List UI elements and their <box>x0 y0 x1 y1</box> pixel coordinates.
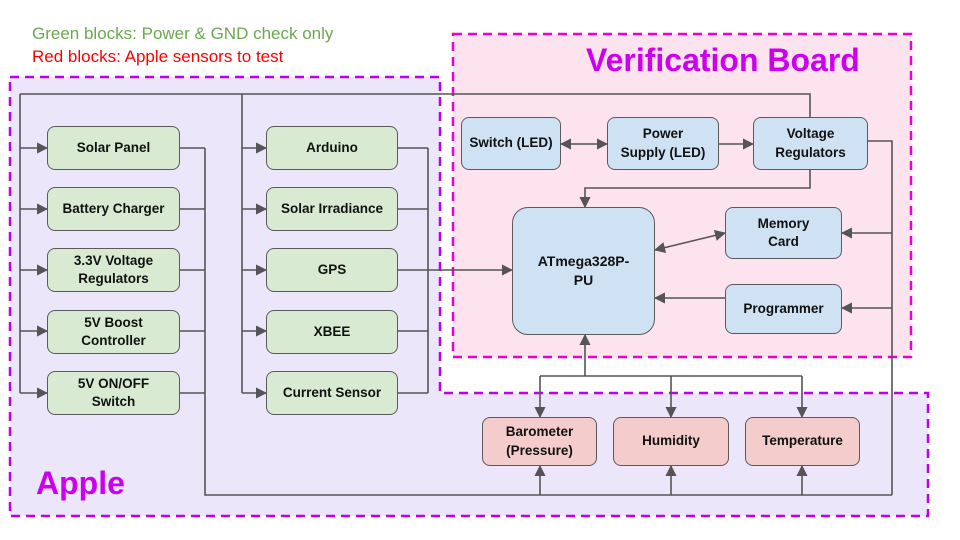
block-battery-charger: Battery Charger <box>47 187 180 231</box>
verification-board-title: Verification Board <box>586 42 860 78</box>
block-programmer: Programmer <box>725 284 842 334</box>
legend-green: Green blocks: Power & GND check only <box>32 24 334 43</box>
power-bus-top <box>20 93 811 117</box>
legend-red: Red blocks: Apple sensors to test <box>32 47 284 66</box>
block-xbee: XBEE <box>266 310 398 354</box>
block-barometer: Barometer (Pressure) <box>482 417 597 466</box>
block-solar-irradiance: Solar Irradiance <box>266 187 398 231</box>
block-current-sensor: Current Sensor <box>266 371 398 415</box>
block-gps: GPS <box>266 248 398 292</box>
apple-region <box>8 75 930 518</box>
block-3v3-regulators: 3.3V Voltage Regulators <box>47 248 180 292</box>
block-5v-onoff-switch: 5V ON/OFF Switch <box>47 371 180 415</box>
gnd-bus-bottom <box>204 148 892 496</box>
apple-title: Apple <box>36 465 125 501</box>
block-voltage-regulators: Voltage Regulators <box>753 117 868 170</box>
block-temperature: Temperature <box>745 417 860 466</box>
block-memory-card: Memory Card <box>725 207 842 259</box>
block-power-supply: Power Supply (LED) <box>607 117 719 170</box>
block-arduino: Arduino <box>266 126 398 170</box>
block-humidity: Humidity <box>613 417 729 466</box>
block-atmega328p: ATmega328P- PU <box>512 207 655 335</box>
block-5v-boost: 5V Boost Controller <box>47 310 180 354</box>
block-solar-panel: Solar Panel <box>47 126 180 170</box>
block-switch-led: Switch (LED) <box>461 117 561 170</box>
